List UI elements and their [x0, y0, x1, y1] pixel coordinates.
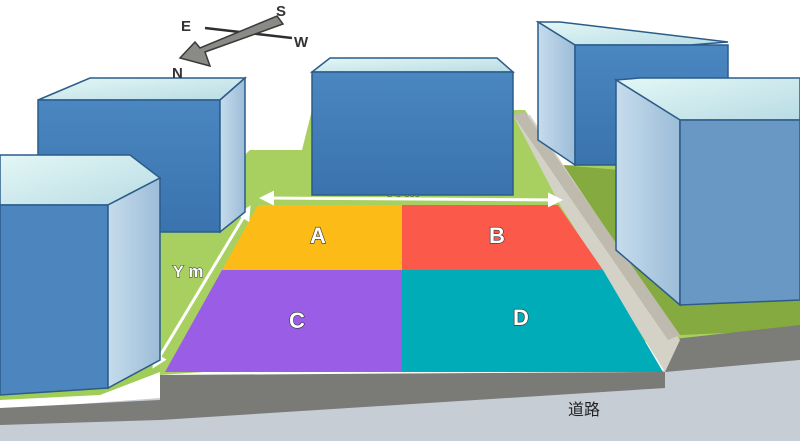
building-right	[613, 77, 800, 307]
side-wall-top	[513, 112, 680, 340]
y-dimension-label: Y m	[173, 262, 204, 281]
y-dimension-arrow	[152, 205, 251, 369]
compass-label-west: W	[294, 34, 309, 51]
compass-label-east: E	[181, 18, 191, 35]
retaining-wall-right	[665, 325, 800, 372]
plot-label-c: C	[289, 308, 305, 333]
plot-d	[402, 270, 663, 372]
plot-b	[402, 205, 603, 270]
compass-label-south: S	[276, 3, 286, 20]
plot-label-a: A	[310, 223, 326, 248]
compass-north-arrow-icon	[178, 15, 285, 68]
plot-a	[222, 205, 402, 270]
side-wall	[513, 115, 680, 372]
retaining-wall-front	[160, 372, 665, 420]
building-center	[309, 57, 515, 196]
compass: E S W N	[172, 3, 309, 82]
road-label: 道路	[568, 400, 600, 419]
retaining-wall-left	[0, 400, 160, 425]
building-left	[0, 154, 162, 396]
compass-label-north: N	[172, 65, 183, 82]
x-dimension-arrow	[259, 190, 563, 208]
plot-label-b: B	[489, 223, 505, 248]
plot-label-d: D	[513, 305, 529, 330]
